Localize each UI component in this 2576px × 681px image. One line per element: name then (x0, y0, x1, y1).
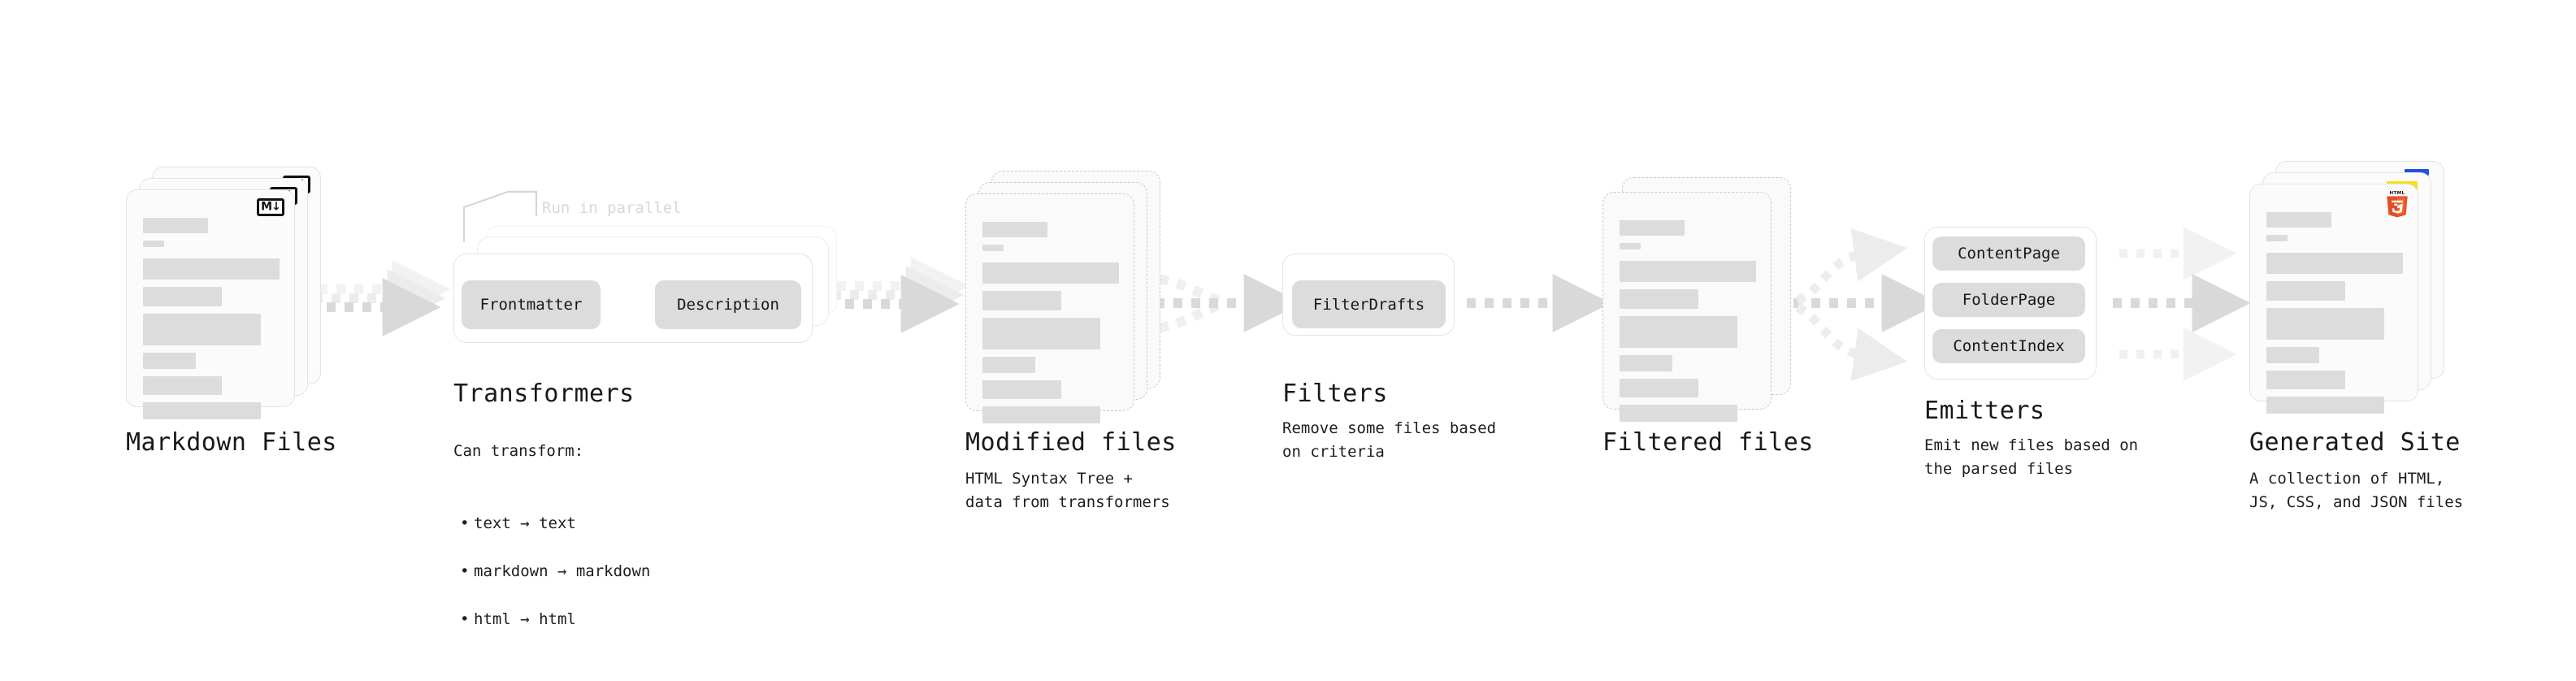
markdown-card-front: M↓ (126, 189, 295, 419)
stage-title-modified-files: Modified files (965, 428, 1177, 457)
skeleton-bar (1620, 243, 1641, 249)
edge-emitters-to-site (2113, 227, 2251, 381)
emitter-chip-contentpage[interactable]: ContentPage (1932, 236, 2085, 271)
skeleton-bar (2266, 308, 2384, 340)
transformers-bullet-text: text → text (453, 512, 650, 536)
skeleton-bar (2266, 253, 2403, 274)
skeleton-bar (2266, 212, 2331, 228)
stage-desc-transformers: Can transform: text → text markdown → ma… (453, 416, 650, 679)
run-in-parallel-label: Run in parallel (542, 199, 682, 217)
skeleton-bar (2266, 281, 2345, 301)
skeleton-bar (143, 376, 222, 395)
transformers-bullet-html: html → html (453, 608, 650, 631)
skeleton-bar (143, 218, 208, 233)
stage-title-filtered-files: Filtered files (1602, 428, 1814, 457)
stage-title-transformers: Transformers (453, 380, 635, 408)
edge-markdown-to-transformers (309, 260, 451, 336)
transformers-desc-intro: Can transform: (453, 442, 584, 461)
skeleton-bar (143, 258, 280, 280)
skeleton-bar (143, 287, 222, 306)
transformer-chip-frontmatter[interactable]: Frontmatter (462, 280, 601, 329)
stage-desc-filters: Remove some files based on criteria (1282, 419, 1497, 462)
skeleton-bar (982, 245, 1004, 251)
skeleton-bar (2266, 235, 2288, 241)
stage-desc-generated-site: A collection of HTML, JS, CSS, and JSON … (2249, 470, 2464, 512)
skeleton-bar (982, 222, 1047, 237)
generated-card-front-html: HTML (2249, 184, 2418, 414)
edge-transformers-to-modified (827, 257, 969, 333)
skeleton-bar (143, 241, 164, 247)
skeleton-lines (1620, 220, 1756, 429)
skeleton-bar (982, 406, 1100, 423)
skeleton-bar (143, 314, 261, 345)
skeleton-bar (982, 380, 1061, 399)
skeleton-bar (2266, 347, 2319, 363)
stage-desc-modified-files: HTML Syntax Tree + data from transformer… (965, 470, 1170, 512)
filter-chip-filterdrafts[interactable]: FilterDrafts (1292, 280, 1446, 328)
skeleton-bar (1620, 261, 1756, 282)
skeleton-bar (1620, 316, 1737, 348)
markdown-badge-front: M↓ (257, 198, 284, 216)
skeleton-lines (2266, 212, 2403, 421)
html5-badge: HTML (2385, 190, 2409, 223)
skeleton-bar (982, 262, 1119, 284)
stage-title-filters: Filters (1282, 380, 1388, 408)
skeleton-bar (143, 402, 261, 419)
transformers-bullet-list: text → text markdown → markdown html → h… (453, 488, 650, 655)
skeleton-bar (2266, 397, 2384, 414)
skeleton-bar (1620, 355, 1672, 371)
skeleton-bar (1620, 220, 1685, 236)
stage-title-emitters: Emitters (1924, 397, 2045, 425)
emitter-chip-folderpage[interactable]: FolderPage (1932, 283, 2085, 317)
stage-desc-emitters: Emit new files based on the parsed files (1924, 436, 2139, 479)
skeleton-bar (1620, 379, 1698, 397)
edge-filtered-to-emitters (1776, 228, 1941, 381)
html5-icon: HTML (2387, 191, 2408, 218)
skeleton-bar (1620, 289, 1698, 309)
skeleton-lines (982, 222, 1119, 431)
svg-text:HTML: HTML (2390, 191, 2405, 196)
skeleton-bar (982, 318, 1100, 349)
skeleton-bar (1620, 405, 1737, 422)
stage-title-generated-site: Generated Site (2249, 428, 2461, 457)
emitter-chip-contentindex[interactable]: ContentIndex (1932, 329, 2085, 363)
skeleton-lines (143, 218, 280, 427)
skeleton-bar (982, 291, 1061, 310)
skeleton-bar (143, 353, 196, 369)
transformers-bullet-markdown: markdown → markdown (453, 560, 650, 583)
skeleton-bar (2266, 371, 2345, 389)
filtered-card-front (1602, 192, 1772, 422)
skeleton-bar (982, 357, 1035, 373)
stage-title-markdown-files: Markdown Files (126, 428, 337, 457)
modified-card-front (965, 193, 1134, 423)
transformer-chip-description[interactable]: Description (655, 280, 801, 329)
